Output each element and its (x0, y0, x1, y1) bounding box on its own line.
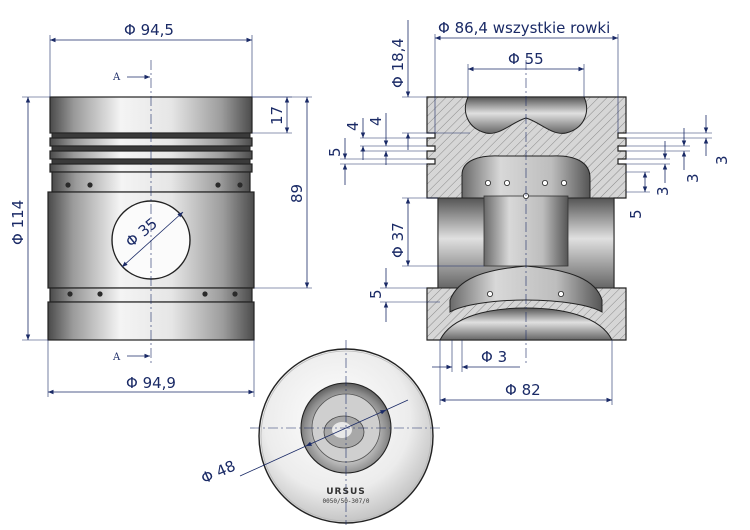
dim-groove-right-4: 5 (627, 209, 645, 219)
dim-groove-right-2: 3 (684, 173, 702, 183)
dim-ring-land-1: 4 (344, 121, 362, 131)
dim-section-pin-bore: Φ 37 (389, 222, 407, 258)
dim-lower-groove: 5 (367, 289, 385, 299)
top-view: Φ 48 URSUS 0050/50-307/0 (198, 340, 442, 525)
section-mark-top: A (112, 72, 121, 83)
dim-groove-left: 5 (326, 147, 344, 157)
section-mark-bottom: A (112, 352, 121, 363)
dim-crown-height: 17 (268, 106, 286, 125)
dim-bottom-diameter: Φ 94,9 (126, 374, 176, 392)
dim-top-diameter: Φ 94,5 (124, 21, 174, 39)
dim-skirt-inner-diameter: Φ 82 (505, 381, 541, 399)
dim-pin-axis-height: 89 (288, 184, 306, 203)
stamp-brand: URSUS (326, 487, 366, 497)
dim-groove-diameter: Φ 86,4 wszystkie rowki (438, 19, 610, 37)
section-view: Φ 86,4 wszystkie rowki Φ 55 Φ 18,4 4 4 5 (326, 19, 731, 405)
dim-bowl-depth: Φ 18,4 (389, 38, 407, 88)
dim-lower-groove-width: Φ 3 (481, 348, 507, 366)
dim-bowl-diameter: Φ 55 (508, 50, 544, 68)
dim-total-height: Φ 114 (9, 200, 27, 245)
dim-top-bowl-diameter: Φ 48 (198, 457, 238, 488)
dim-groove-right-3: 3 (654, 186, 672, 196)
dim-ring-land-2: 4 (367, 116, 385, 126)
stamp-code: 0050/50-307/0 (323, 498, 370, 505)
dim-groove-right-1: 3 (713, 155, 731, 165)
side-view: A A Φ 94,5 Φ 94,9 Φ 114 17 89 Φ 35 (9, 21, 312, 397)
